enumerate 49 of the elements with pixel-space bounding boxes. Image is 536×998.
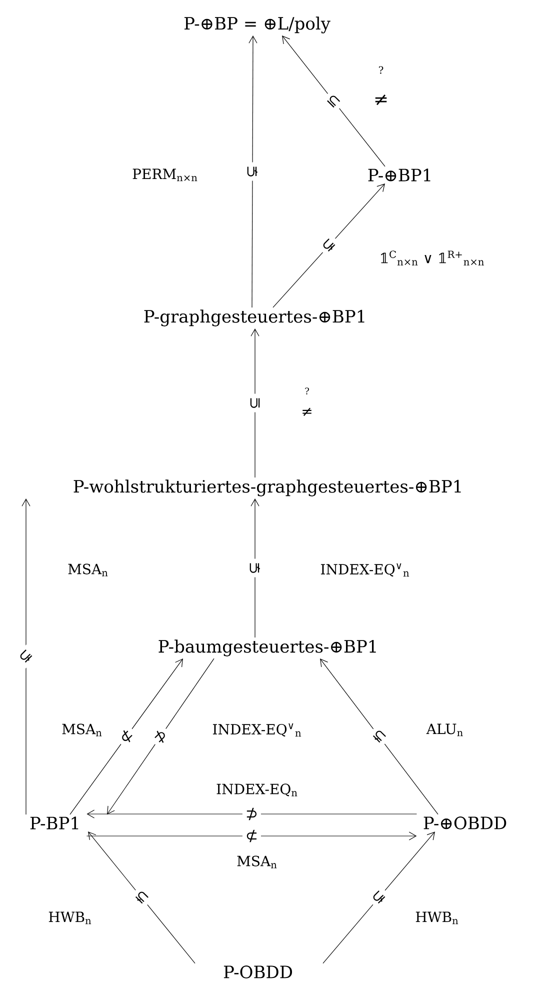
arrow bbox=[250, 498, 260, 638]
annotation: ? bbox=[305, 388, 309, 394]
arrow bbox=[272, 184, 385, 308]
class-label: P-baumgesteuertes-⊕BP1 bbox=[158, 640, 376, 656]
edge-label: ⊆ bbox=[247, 394, 263, 412]
edge-label: ⊊ bbox=[366, 885, 392, 910]
annotation: INDEX-EQ$^{∨}$n bbox=[212, 723, 302, 737]
arrow bbox=[22, 498, 30, 815]
edge-label: ⊅ bbox=[242, 804, 261, 824]
arrow bbox=[107, 658, 214, 814]
edge-label: ⊄ bbox=[242, 826, 261, 846]
annotation: ? bbox=[379, 66, 384, 74]
edge-label: ⊊ bbox=[14, 644, 38, 669]
arrow bbox=[86, 810, 417, 818]
annotation: MSA$_{n}$ bbox=[62, 724, 102, 736]
annotation: ≠ bbox=[375, 94, 387, 106]
class-label: P-⊕OBDD bbox=[424, 816, 506, 830]
edge-label: ⊊ bbox=[246, 558, 264, 578]
edge-label: ⊊ bbox=[316, 233, 342, 258]
class-label: P-graphgesteuertes-⊕BP1 bbox=[144, 310, 364, 326]
annotation: HWB$_{n}$ bbox=[48, 912, 92, 924]
edge-label: ⊅ bbox=[147, 723, 174, 750]
class-label: P-⊕BP = ⊕L/poly bbox=[184, 16, 330, 34]
annotation: MSA$_{n}$ bbox=[68, 564, 108, 576]
arrow bbox=[86, 832, 417, 840]
annotation: PERM$_{n×n}$ bbox=[132, 168, 198, 182]
annotation: MSA$_{n}$ bbox=[237, 856, 277, 868]
annotation: HWB$_{n}$ bbox=[416, 912, 458, 924]
annotation: 𝟙$^{C}$$_{n×n}$ ∨ 𝟙$^{R+}$n×n bbox=[381, 250, 484, 266]
annotation: ≠ bbox=[302, 408, 312, 416]
edge-label: ⊊ bbox=[366, 724, 392, 749]
edge-label: ⊊ bbox=[129, 885, 154, 910]
arrow bbox=[322, 832, 435, 964]
edge-label: ⊆ bbox=[322, 89, 346, 113]
arrow bbox=[88, 832, 196, 964]
annotation: INDEX-EQ$^{∨}$n bbox=[320, 563, 410, 577]
class-label: P-BP1 bbox=[30, 816, 78, 830]
edge-label: ⊄ bbox=[113, 723, 140, 750]
class-label: P-⊕BP1 bbox=[368, 168, 430, 182]
arrow bbox=[248, 36, 258, 308]
class-label: P-wohlstrukturiertes-graphgesteuertes-⊕BP1 bbox=[74, 480, 461, 496]
edge-label: ⊊ bbox=[244, 162, 261, 181]
arrow bbox=[250, 328, 260, 478]
arrow bbox=[320, 658, 438, 815]
annotation: INDEX-EQ$_{n}$ bbox=[216, 784, 298, 796]
arrow bbox=[70, 658, 183, 815]
arrow bbox=[282, 36, 386, 167]
class-label: P-OBDD bbox=[224, 966, 292, 978]
annotation: ALU$_{n}$ bbox=[426, 724, 463, 736]
